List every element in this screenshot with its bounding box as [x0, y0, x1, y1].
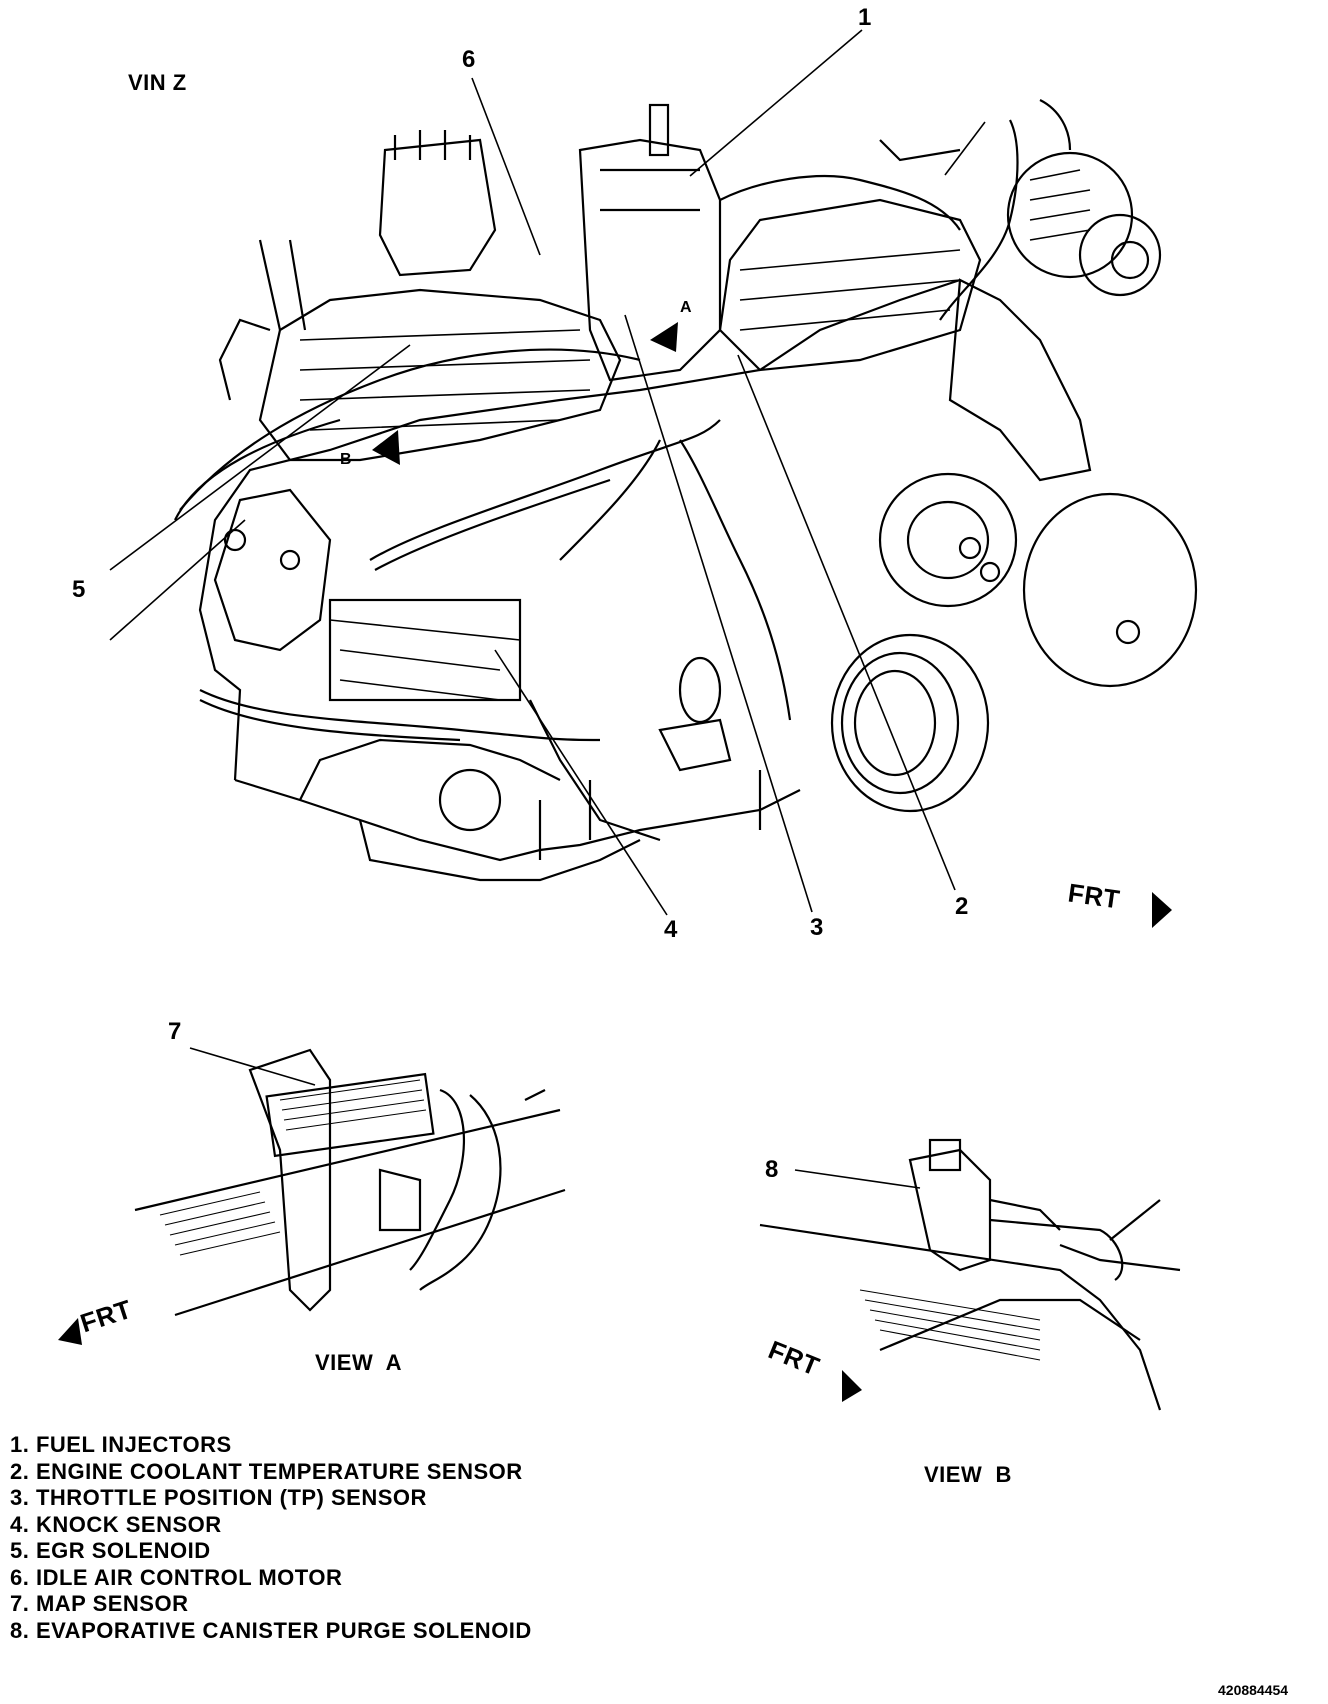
callout-6: 6	[462, 46, 476, 73]
view-b-caption: VIEW B	[924, 1462, 1012, 1487]
legend-item: 5. EGR SOLENOID	[10, 1538, 211, 1563]
leader-lines	[109, 29, 986, 916]
view-a-drawing	[58, 1047, 566, 1345]
view-b-drawing	[759, 1138, 1181, 1411]
front-direction-label: FRT	[1066, 877, 1122, 915]
view-a-marker: A	[680, 299, 693, 316]
legend-item: 3. THROTTLE POSITION (TP) SENSOR	[10, 1485, 427, 1510]
callout-7: 7	[168, 1018, 182, 1045]
callout-4: 4	[664, 916, 678, 943]
callout-8: 8	[765, 1156, 779, 1183]
figure-reference-number: 420884454	[1218, 1682, 1289, 1698]
legend-item: 2. ENGINE COOLANT TEMPERATURE SENSOR	[10, 1458, 523, 1484]
view-b-marker: B	[340, 451, 353, 468]
callout-1: 1	[858, 4, 872, 31]
front-arrow-icon	[1152, 892, 1172, 928]
engine-block	[174, 99, 1198, 882]
legend-item: 1. FUEL INJECTORS	[10, 1432, 232, 1457]
legend-item: 7. MAP SENSOR	[10, 1591, 189, 1616]
legend-item: 8. EVAPORATIVE CANISTER PURGE SOLENOID	[10, 1617, 532, 1643]
callout-2: 2	[955, 893, 969, 920]
vin-label: VIN Z	[128, 70, 187, 95]
view-a-caption: VIEW A	[315, 1350, 403, 1375]
legend-item: 6. IDLE AIR CONTROL MOTOR	[10, 1564, 343, 1590]
callout-5: 5	[72, 576, 86, 603]
legend-item: 4. KNOCK SENSOR	[10, 1511, 222, 1537]
component-legend: 1. FUEL INJECTORS 2. ENGINE COOLANT TEMP…	[10, 1432, 532, 1644]
callout-3: 3	[810, 914, 824, 941]
